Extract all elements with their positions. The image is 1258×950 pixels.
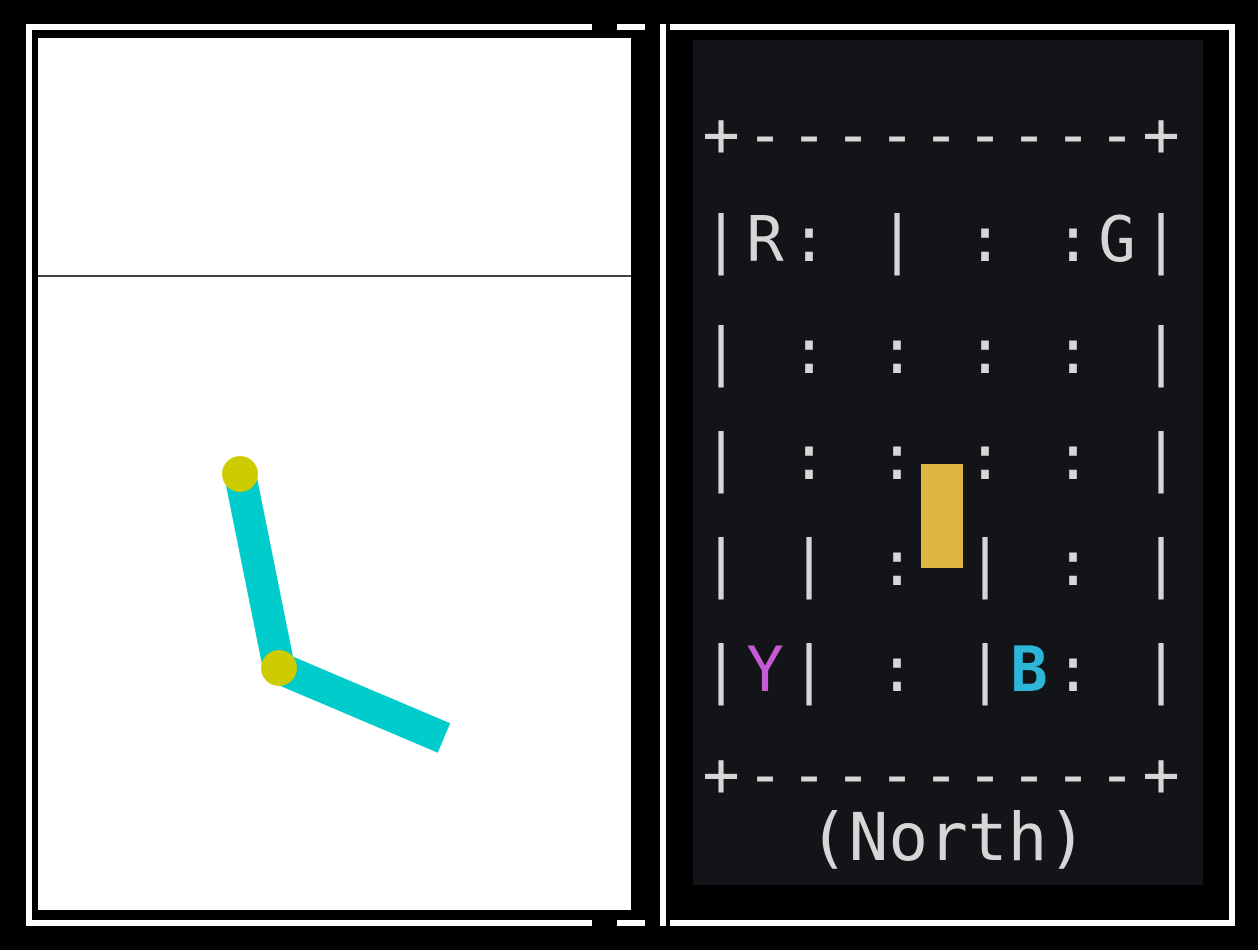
wall-char: | <box>702 315 740 388</box>
acrobot-link-2 <box>272 653 451 753</box>
frame-left <box>26 24 32 926</box>
passage-char: : <box>966 421 1004 494</box>
acrobot-canvas <box>38 275 631 753</box>
frame-bottom-left <box>26 920 592 926</box>
wall-char: | <box>1142 421 1180 494</box>
acrobot-link-1 <box>224 470 295 672</box>
passage-char: : <box>790 315 828 388</box>
location-b-destination: B <box>1010 633 1048 706</box>
passage-char: : <box>878 421 916 494</box>
acrobot-joint-elbow <box>261 650 297 686</box>
border-char: - <box>1098 98 1136 171</box>
border-char: - <box>1010 738 1048 811</box>
border-char: - <box>1054 738 1092 811</box>
border-char: - <box>966 98 1004 171</box>
border-char: - <box>746 98 784 171</box>
wall-char: | <box>1142 315 1180 388</box>
wall-char: | <box>1142 633 1180 706</box>
passage-char: : <box>878 315 916 388</box>
last-action-label: (North) <box>808 799 1088 876</box>
frame-top-left <box>26 24 592 30</box>
border-char: - <box>790 98 828 171</box>
wall-char: | <box>1142 203 1180 276</box>
border-char: - <box>1010 98 1048 171</box>
wall-char: | <box>966 633 1004 706</box>
taxi-row: |:::: | <box>693 408 1203 508</box>
passage-char: : <box>790 203 828 276</box>
border-char: - <box>746 738 784 811</box>
passage-char: : <box>878 527 916 600</box>
taxi-row: |Y|:|B:| <box>693 620 1203 720</box>
passage-char: : <box>790 421 828 494</box>
wall-char: | <box>966 527 1004 600</box>
passage-char: : <box>1054 203 1092 276</box>
wall-char: | <box>790 633 828 706</box>
frame-divider <box>660 24 666 926</box>
wall-char: | <box>702 203 740 276</box>
frame-top-mid <box>617 24 645 30</box>
border-char: + <box>702 98 740 171</box>
frame-bottom-right <box>670 920 1235 926</box>
wall-char: | <box>702 633 740 706</box>
taxi-terminal: +---------+|R:|::G||::::||::::|||:|:||Y|… <box>693 40 1203 885</box>
wall-char: | <box>702 527 740 600</box>
passage-char: : <box>966 203 1004 276</box>
acrobot-joint-pivot <box>222 456 258 492</box>
taxi-cab <box>921 464 963 568</box>
border-char: - <box>878 738 916 811</box>
frame-bottom-mid <box>617 920 645 926</box>
wall-char: | <box>702 421 740 494</box>
border-char: - <box>1098 738 1136 811</box>
passage-char: : <box>1054 633 1092 706</box>
border-char: + <box>1142 98 1180 171</box>
location-y-passenger: Y <box>746 633 784 706</box>
location-g: G <box>1098 203 1136 276</box>
border-char: + <box>1142 738 1180 811</box>
passage-char: : <box>1054 421 1092 494</box>
border-char: - <box>790 738 828 811</box>
taxi-row: +---------+ <box>693 725 1203 825</box>
taxi-row: |R:|::G| <box>693 190 1203 290</box>
wall-char: | <box>878 203 916 276</box>
border-char: - <box>922 98 960 171</box>
passage-char: : <box>878 633 916 706</box>
taxi-row: | |: |: | <box>693 514 1203 614</box>
frame-top-right <box>670 24 1235 30</box>
frame-right <box>1229 24 1235 926</box>
taxi-row: +---------+ <box>693 85 1203 185</box>
border-char: - <box>1054 98 1092 171</box>
border-char: - <box>834 98 872 171</box>
passage-char: : <box>966 315 1004 388</box>
border-char: - <box>922 738 960 811</box>
passage-char: : <box>1054 527 1092 600</box>
wall-char: | <box>1142 527 1180 600</box>
passage-char: : <box>1054 315 1092 388</box>
border-char: + <box>702 738 740 811</box>
wall-char: | <box>790 527 828 600</box>
border-char: - <box>966 738 1004 811</box>
border-char: - <box>834 738 872 811</box>
taxi-row: |:::: | <box>693 302 1203 402</box>
border-char: - <box>878 98 916 171</box>
location-r: R <box>746 203 784 276</box>
acrobot-render <box>38 38 631 910</box>
